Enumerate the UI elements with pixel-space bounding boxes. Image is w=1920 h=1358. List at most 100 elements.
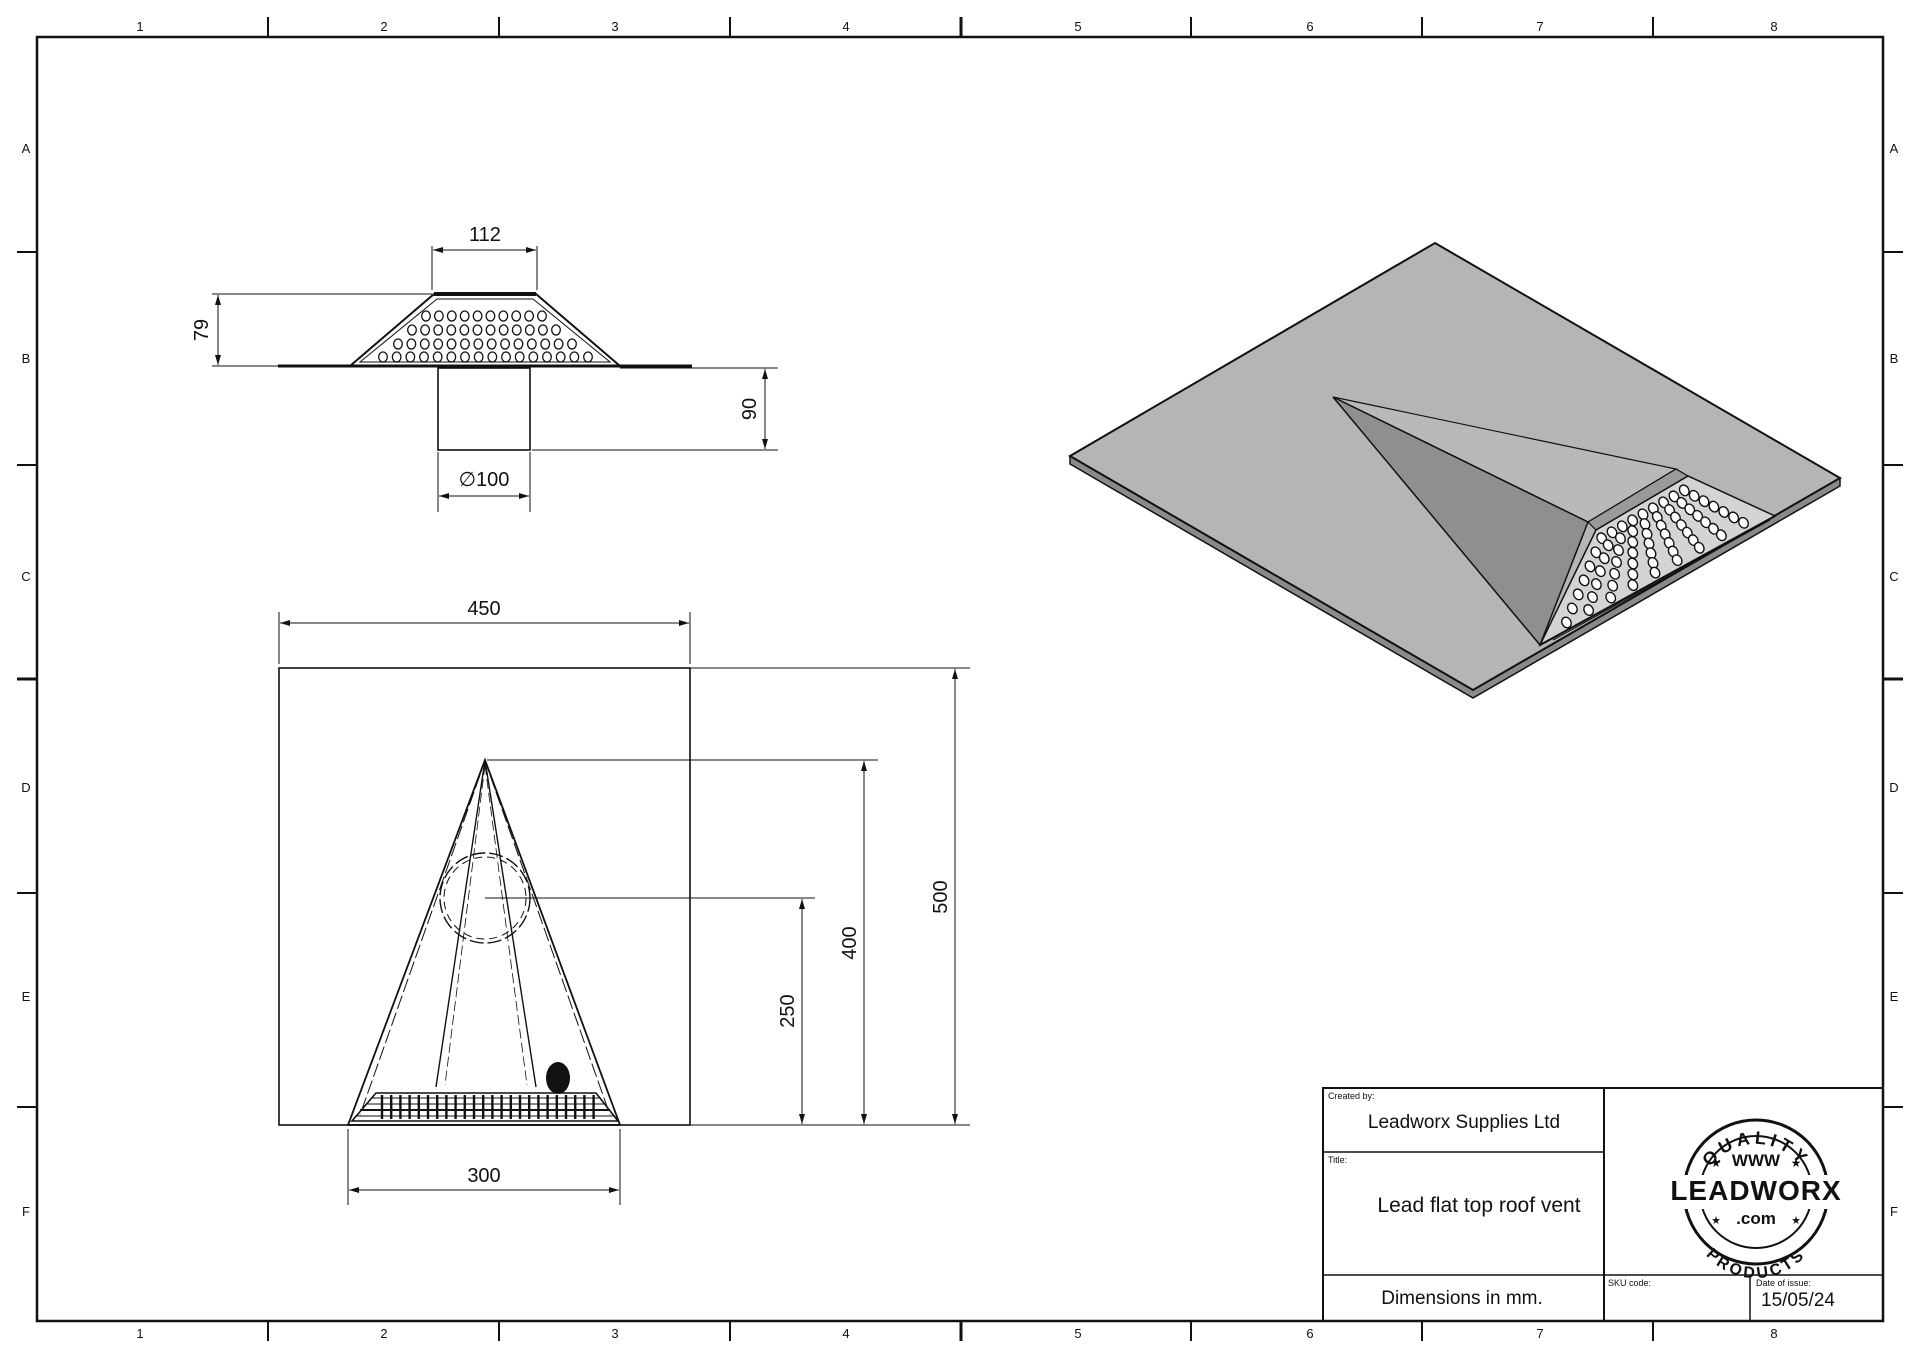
- iso-grille-hole: [1708, 500, 1720, 513]
- iso-grille-hole: [1627, 546, 1639, 559]
- row-label: F: [22, 1204, 30, 1219]
- grille-hole: [420, 324, 431, 336]
- cone-outline: [346, 757, 622, 1126]
- row-label: F: [1890, 1204, 1898, 1219]
- grille-hole: [459, 310, 470, 322]
- isometric-view: [1068, 241, 1842, 699]
- column-label: 1: [136, 19, 143, 34]
- dim-spigot-height: 90: [739, 398, 761, 420]
- grille-hole: [433, 338, 444, 350]
- border-ticks: [17, 17, 1903, 1341]
- dim-sheet-depth: 500: [930, 880, 952, 913]
- iso-grille-hole: [1728, 511, 1740, 524]
- row-label: C: [1889, 569, 1898, 584]
- row-label: E: [1890, 989, 1899, 1004]
- grille-hole: [542, 351, 552, 363]
- vent-body-outline: [347, 293, 623, 367]
- grille-hole: [391, 351, 402, 363]
- iso-grille-hole: [1698, 495, 1710, 508]
- grille-hole: [524, 324, 535, 336]
- row-label: A: [22, 141, 31, 156]
- column-label: 6: [1306, 19, 1313, 34]
- iso-grille-hole: [1616, 520, 1628, 533]
- iso-grille-hole: [1583, 604, 1595, 616]
- row-label: B: [22, 351, 31, 366]
- column-label: 2: [380, 19, 387, 34]
- grille-hole: [446, 338, 457, 350]
- created-by-label: Created by:: [1328, 1091, 1375, 1101]
- grille-hole: [498, 324, 509, 336]
- iso-grille-hole: [1605, 591, 1617, 604]
- grille-hole: [551, 324, 561, 336]
- grille-hole: [540, 338, 551, 350]
- date-value: 15/05/24: [1761, 1290, 1835, 1311]
- column-label: 7: [1536, 1326, 1543, 1341]
- grille-hole: [446, 324, 457, 336]
- cone-ridge-left: [435, 759, 486, 1088]
- iso-grille-hole: [1578, 574, 1590, 587]
- logo-star-icon: ★: [1711, 1156, 1722, 1170]
- sku-label: SKU code:: [1608, 1278, 1651, 1288]
- logo-star-icon: ★: [1711, 1215, 1721, 1227]
- weld-blob: [546, 1062, 570, 1094]
- column-label: 5: [1074, 19, 1081, 34]
- logo-brand: LEADWORX: [1670, 1175, 1841, 1206]
- grille-hole: [555, 351, 566, 363]
- logo-com: .com: [1736, 1209, 1776, 1228]
- grille-hole: [405, 351, 416, 363]
- logo-star-icon: ★: [1791, 1156, 1802, 1170]
- dim-top-width: 112: [469, 224, 501, 246]
- grille-hole: [446, 310, 457, 322]
- row-label: C: [21, 569, 30, 584]
- grille-hole: [485, 310, 496, 322]
- grille-hole: [487, 351, 498, 363]
- iso-grille-hole: [1718, 506, 1730, 518]
- grille-hole: [419, 351, 429, 363]
- logo-star-icon: ★: [1791, 1215, 1801, 1227]
- dim-base-width: 300: [467, 1165, 500, 1187]
- drawing-title: Lead flat top roof vent: [1377, 1194, 1580, 1217]
- grille-hole: [421, 310, 431, 322]
- iso-grille-hole: [1594, 565, 1606, 578]
- column-label: 2: [380, 1326, 387, 1341]
- grille-hole: [501, 351, 511, 363]
- created-by-value: Leadworx Supplies Ltd: [1368, 1112, 1560, 1133]
- iso-grille-hole: [1627, 579, 1639, 592]
- iso-grille-hole: [1566, 602, 1578, 615]
- grille-hole: [485, 324, 496, 336]
- vent-body-inner: [358, 298, 612, 363]
- iso-grille-hole: [1614, 532, 1626, 545]
- iso-grille-hole: [1688, 489, 1700, 502]
- leadworx-logo: QUALITY PRODUCTS WWW ★ ★ LEADWORX .com ★…: [1656, 1118, 1856, 1282]
- dim-sheet-width: 450: [467, 598, 500, 620]
- grille-hole: [393, 338, 403, 350]
- grille-hole: [446, 351, 457, 363]
- iso-grille-hole: [1606, 526, 1618, 539]
- grille-hole: [459, 338, 470, 350]
- row-label: D: [1889, 780, 1898, 795]
- title-block: Created by: Leadworx Supplies Ltd Title:…: [1322, 1087, 1884, 1322]
- iso-grille-hole: [1602, 539, 1614, 552]
- column-label: 1: [136, 1326, 143, 1341]
- iso-grille-hole: [1609, 567, 1621, 580]
- grille-hole: [407, 324, 417, 336]
- grille-hole: [500, 338, 511, 350]
- grille-hole: [567, 338, 577, 350]
- iso-grille-hole: [1627, 557, 1639, 570]
- iso-grille-hole: [1572, 588, 1584, 601]
- grille-hole: [528, 351, 539, 363]
- grille-hole: [513, 338, 524, 350]
- dim-cone-height: 79: [191, 319, 213, 341]
- grille-hole: [511, 324, 522, 336]
- iso-grille-hole: [1587, 591, 1598, 604]
- grille-hole: [526, 338, 537, 350]
- column-label: 4: [842, 19, 849, 34]
- column-label: 5: [1074, 1326, 1081, 1341]
- grille-hole: [498, 310, 509, 322]
- iso-grille-hole: [1561, 616, 1572, 629]
- iso-grille-hole: [1693, 541, 1705, 554]
- iso-cone-side: [1332, 396, 1589, 647]
